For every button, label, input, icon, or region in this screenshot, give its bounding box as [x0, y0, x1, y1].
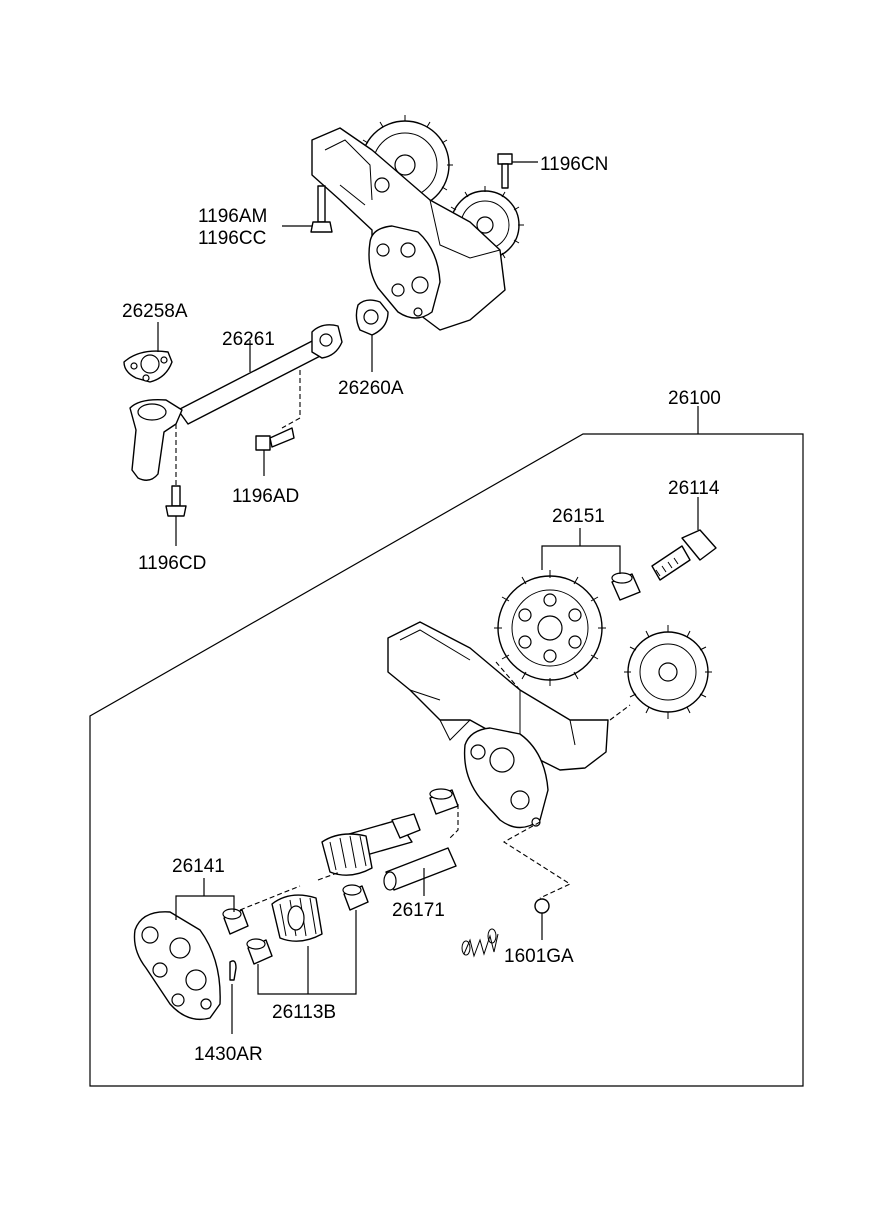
part-label-1196AM: 1196AM: [198, 206, 267, 227]
part-label-26261: 26261: [222, 329, 275, 350]
gasket-26260A-icon: [355, 299, 389, 372]
part-label-1196CN: 1196CN: [540, 154, 608, 175]
oil-pipe-26261-icon: [129, 324, 343, 486]
part-label-26171: 26171: [392, 900, 445, 921]
assembly-26100-boundary: [89, 433, 804, 1087]
gasket-26258A-icon: [123, 322, 173, 383]
part-label-1430AR: 1430AR: [194, 1044, 263, 1065]
bushing-upper-icon: [429, 788, 459, 815]
bolt-1196AD-icon: [255, 427, 295, 476]
part-label-26151: 26151: [552, 506, 605, 527]
bolt-1196CD-icon: [165, 485, 187, 546]
part-label-1196CD: 1196CD: [138, 553, 206, 574]
shaft-26114-icon: [651, 497, 717, 581]
part-label-1196CC: 1196CC: [198, 228, 266, 249]
bolt-1196CN-icon: [497, 153, 538, 189]
part-label-26114: 26114: [668, 478, 720, 499]
gear-right-icon: [624, 625, 712, 719]
bushing-26151-icon: [611, 572, 641, 601]
pump-cover-26141-icon: [133, 911, 221, 1021]
upper-pump-assembly-icon: [311, 115, 524, 331]
drive-gear-shaft-icon: [321, 813, 421, 876]
bolt-1196AM-icon: [282, 185, 333, 233]
bushing-26113B-b-icon: [246, 938, 273, 965]
pin-1430AR-icon: [229, 960, 237, 1034]
part-label-26100: 26100: [668, 388, 721, 409]
shaft-26171-icon: [383, 847, 457, 896]
part-label-26141: 26141: [172, 856, 225, 877]
gear-26151-icon: [494, 570, 606, 686]
ball-1601GA-icon: [534, 898, 550, 940]
part-label-1601GA: 1601GA: [504, 946, 574, 967]
driven-gear-26113B-icon: [271, 894, 323, 942]
part-label-26258A: 26258A: [122, 301, 188, 322]
spring-icon: [461, 928, 499, 958]
part-label-26113B: 26113B: [272, 1002, 336, 1023]
bushing-26113B-a-icon: [342, 884, 369, 911]
bushing-26141-icon: [222, 908, 249, 935]
part-label-1196AD: 1196AD: [232, 486, 299, 507]
part-label-26260A: 26260A: [338, 378, 404, 399]
pump-bracket-26100-icon: [387, 621, 631, 829]
